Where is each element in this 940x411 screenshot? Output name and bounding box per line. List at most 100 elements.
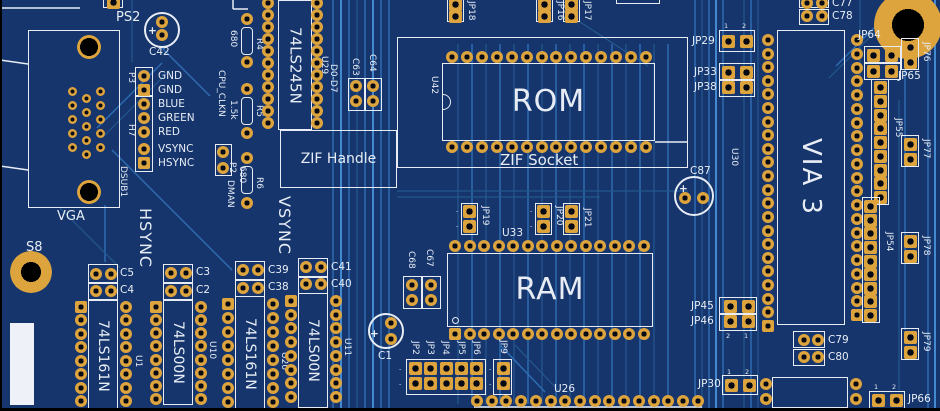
jumper-jp78[interactable] [901, 232, 919, 264]
capacitor-c1[interactable] [368, 313, 404, 349]
pad [90, 285, 102, 297]
ram-pads-top [449, 240, 650, 252]
pad [762, 61, 774, 74]
jp46-label: JP46 [691, 315, 714, 327]
chip-74ls00n-u10[interactable]: 74LS00N [163, 300, 193, 405]
pad [580, 141, 593, 153]
pad [82, 150, 91, 159]
capacitor-c41[interactable] [298, 258, 328, 277]
capacitor-c63[interactable] [348, 78, 365, 111]
pin-label-red: RED [158, 126, 181, 138]
pad [743, 379, 756, 392]
chip-74ls245n[interactable]: 74LS245N [278, 0, 312, 130]
chip-74ls245n-label: 74LS245N [286, 26, 305, 104]
pad [565, 240, 578, 252]
pad [608, 240, 621, 252]
pad [120, 394, 132, 407]
pad [96, 87, 105, 96]
jumper-jp55[interactable] [871, 79, 889, 205]
pad [330, 377, 342, 390]
pad [851, 267, 863, 280]
jumper-block-jp2-jp6[interactable] [406, 359, 486, 395]
pad [515, 395, 528, 407]
pad [367, 80, 379, 92]
pad [874, 108, 887, 122]
pad [874, 122, 887, 136]
pad [460, 51, 473, 63]
pad [138, 157, 150, 169]
pad [505, 51, 518, 63]
pad [195, 392, 207, 405]
jumper-jp45[interactable] [719, 297, 757, 314]
jumper-jp79[interactable] [901, 328, 919, 360]
resistor-r6[interactable] [241, 166, 253, 194]
pad [330, 295, 342, 307]
pad [864, 309, 877, 322]
pad [120, 301, 132, 313]
chip-via3[interactable]: VIA 3 [777, 30, 845, 325]
pad [96, 115, 105, 124]
jumper-jp76[interactable] [901, 38, 919, 70]
header-p2[interactable] [215, 144, 232, 176]
capacitor-c78[interactable] [799, 9, 829, 25]
capacitor-c79[interactable] [793, 331, 825, 348]
pad [801, 0, 813, 9]
pad [867, 49, 880, 62]
capacitor-c4[interactable] [88, 283, 118, 300]
zif-handle[interactable]: ZIF Handle [280, 130, 397, 188]
jumper-jp19[interactable] [461, 203, 478, 235]
c64-label: C64 [367, 54, 377, 72]
capacitor-c68[interactable] [403, 276, 422, 309]
jumper-jp54[interactable] [862, 197, 880, 323]
vga-connector[interactable] [28, 30, 120, 208]
jumper-jp46[interactable] [719, 314, 757, 331]
capacitor-c80[interactable] [793, 349, 825, 366]
capacitor-c77[interactable] [799, 0, 829, 8]
jumper-jp29[interactable] [719, 30, 755, 52]
jumper-jp30[interactable] [722, 375, 758, 395]
pad [851, 240, 863, 253]
pad [740, 81, 753, 94]
pad [594, 240, 607, 252]
chip-rom[interactable]: ROM [442, 63, 655, 141]
jumper-jp38[interactable] [719, 80, 755, 97]
chip-74ls161n-u20[interactable]: 74LS161N [235, 296, 265, 411]
capacitor-c67[interactable] [422, 276, 441, 309]
pad [217, 146, 229, 158]
chip-74ls00n-u11[interactable]: 74LS00N [298, 293, 328, 408]
jp64-label: JP64 [858, 29, 881, 41]
dsub1-label: DSUB1 [118, 166, 128, 198]
capacitor-c5[interactable] [88, 264, 118, 283]
jumper-jp77[interactable] [901, 135, 919, 167]
capacitor-c2[interactable] [163, 283, 193, 300]
capacitor-c64[interactable] [365, 78, 382, 111]
pad [625, 141, 638, 153]
capacitor-c87[interactable] [674, 176, 714, 216]
chip-ram[interactable]: RAM [447, 253, 653, 327]
pad [851, 130, 863, 143]
pad [300, 261, 312, 273]
jumper-jp20[interactable] [535, 203, 552, 235]
pad [762, 74, 774, 87]
resistor-r4[interactable] [241, 27, 253, 55]
capacitor-c42[interactable] [144, 12, 180, 48]
pad [538, 0, 551, 11]
chip-bottom-right[interactable] [772, 377, 848, 408]
jumper-jp64[interactable] [864, 46, 901, 63]
board-cutout [10, 323, 34, 405]
c3-label: C3 [196, 266, 211, 278]
resistor-r5[interactable] [241, 97, 253, 125]
net-dman: DMAN [225, 180, 235, 208]
jumper-jp33[interactable] [719, 63, 755, 80]
jumper-jp21[interactable] [563, 203, 580, 235]
zif-socket[interactable] [397, 37, 688, 168]
ram-pads-bottom [449, 328, 650, 340]
header-h7[interactable] [135, 96, 153, 172]
pad [460, 141, 473, 153]
jumper-jp9[interactable] [493, 359, 512, 395]
s8-mount-hole[interactable] [10, 251, 52, 293]
capacitor-c3[interactable] [163, 264, 193, 283]
chip-74ls161n-u1[interactable]: 74LS161N [88, 300, 118, 411]
pad [315, 278, 327, 290]
capacitor-c39[interactable] [235, 261, 265, 280]
